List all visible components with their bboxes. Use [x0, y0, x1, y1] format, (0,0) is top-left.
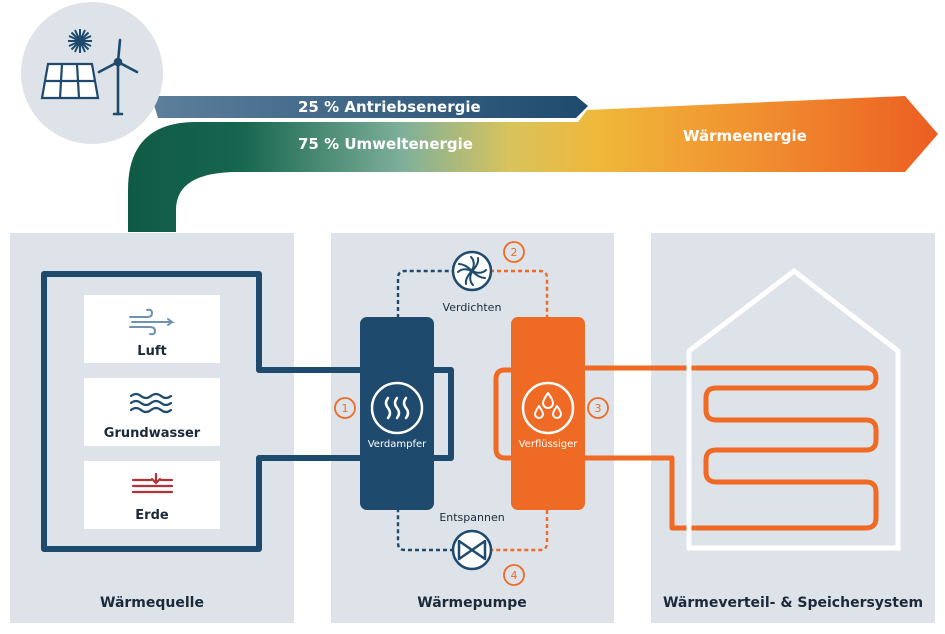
svg-text:1: 1 [342, 402, 349, 415]
drive-energy-label: 25 % Antriebsenergie [298, 98, 481, 116]
heat-energy-label: Wärmeenergie [683, 127, 807, 145]
ambient-energy-label: 75 % Umweltenergie [298, 135, 473, 153]
distribution-panel [651, 233, 935, 623]
ambient-energy-band [128, 96, 938, 232]
energy-flow-band: 25 % Antriebsenergie 75 % Umweltenergie … [128, 96, 938, 232]
expansion-valve-icon [451, 529, 493, 571]
pump-panel-title: Wärmepumpe [417, 595, 526, 611]
renewable-energy-badge [21, 2, 163, 144]
ground-icon [131, 472, 174, 494]
source-panel-title: Wärmequelle [100, 595, 204, 611]
svg-text:4: 4 [511, 569, 518, 582]
steam-icon [384, 396, 410, 420]
distribution-loop-pipe [493, 365, 879, 531]
source-label-air: Luft [137, 344, 166, 359]
condenser-label: Verflüssiger [519, 439, 579, 450]
svg-text:3: 3 [595, 402, 602, 415]
step-1: 1 [334, 397, 356, 419]
evaporator-unit: Verdampfer [360, 317, 434, 510]
step-3: 3 [587, 397, 609, 419]
source-label-ground: Erde [135, 508, 169, 523]
evaporator-label: Verdampfer [368, 439, 427, 450]
droplets-icon [534, 392, 562, 419]
expand-label: Entspannen [439, 511, 504, 524]
step-4: 4 [503, 564, 525, 586]
wind-turbine-icon [97, 38, 139, 116]
condenser-unit: Verflüssiger [511, 317, 585, 510]
waves-icon [129, 392, 173, 414]
drive-energy-arrow [150, 96, 588, 118]
svg-text:2: 2 [511, 246, 518, 259]
wind-icon [129, 308, 175, 336]
source-tile-air: Luft [84, 295, 220, 363]
step-2: 2 [503, 241, 525, 263]
house-outline [686, 267, 901, 551]
source-loop-pipe [41, 271, 454, 552]
refrigerant-circuit [396, 269, 549, 552]
compress-label: Verdichten [443, 301, 502, 314]
source-label-groundwater: Grundwasser [104, 426, 201, 441]
source-tile-ground: Erde [84, 461, 220, 529]
sun-icon [68, 29, 92, 53]
source-tile-groundwater: Grundwasser [84, 378, 220, 446]
solar-panel-icon [40, 62, 100, 100]
compressor-icon [451, 250, 493, 292]
distribution-panel-title: Wärmeverteil- & Speichersystem [663, 595, 923, 611]
